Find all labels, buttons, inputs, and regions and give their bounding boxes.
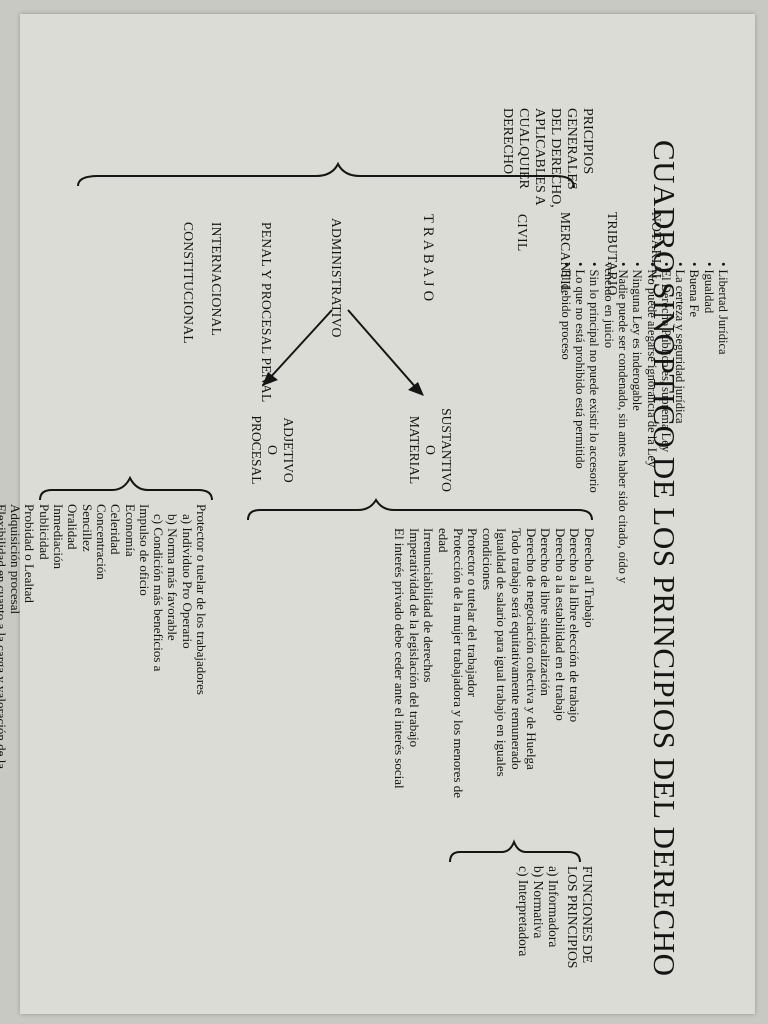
procedural-item: Probidad o Lealtad xyxy=(22,504,38,603)
functions-heading: FUNCIONES DE LOS PRINCIPIOS xyxy=(565,866,595,986)
procedural-item: Protector o tuelar de los trabajadores xyxy=(194,504,209,695)
procedural-item: Celeridad xyxy=(108,504,124,555)
brace-procedural xyxy=(39,475,213,501)
branch-trabajo: T R A B A J O xyxy=(420,214,436,302)
sustantivo-word: SUSTANTIVO xyxy=(439,408,454,492)
heading-line: PRICIPIOS xyxy=(580,108,595,175)
principle-item: • Sin lo principal no puede existir lo a… xyxy=(587,262,602,493)
or-word: O xyxy=(423,445,438,455)
procesal-word: PROCESAL xyxy=(249,415,264,485)
procedural-item: c) Condición más beneficios a xyxy=(151,514,167,672)
material-word: MATERIAL xyxy=(407,415,422,485)
right-item: Todo trabajo será equitativamente remune… xyxy=(509,528,525,770)
procedural-item: b) Norma más favorable xyxy=(165,514,181,641)
function-item: c) Interpretadora xyxy=(516,866,531,957)
procedural-item: a) Individuo Pro Operario xyxy=(179,514,195,649)
right-item: Derecho de negociación colectiva y de Hu… xyxy=(523,528,539,770)
procedural-item: Publicidad xyxy=(36,504,52,560)
principle-item: • Ninguna Ley es inderogable xyxy=(630,262,645,411)
principle-item: • Libertad Jurídica xyxy=(716,262,730,355)
right-item: condiciones xyxy=(479,528,495,591)
branch-civil: CIVIL xyxy=(515,214,530,252)
procedural-item: Impulso de oficio xyxy=(136,504,152,596)
branch-administrativo: ADMINISTRATIVO xyxy=(329,218,344,338)
procedural-item: Oralidad xyxy=(65,504,81,550)
right-item: Protector o tutelar del trabajador xyxy=(465,528,481,697)
procedural-item: Flexibilidad en cuanto a la carga y valo… xyxy=(0,504,9,770)
heading-line: DERECHO: xyxy=(500,108,515,178)
branch-constitucional: CONSTITUCIONAL xyxy=(181,222,196,344)
document-sheet xyxy=(20,14,755,1014)
branch-internacional: INTERNACIONAL xyxy=(209,222,224,337)
principle-item: • El debido proceso xyxy=(558,262,573,360)
principle-item: • Igualdad xyxy=(701,262,716,314)
principles-final: • Libertad Jurídica• Igualdad• Buena Fe•… xyxy=(558,262,730,602)
right-item: Imperatividad de la legislación del trab… xyxy=(406,528,422,748)
principle-item: • Nadie puede ser condenado, sin antes h… xyxy=(601,262,630,584)
brace-rights xyxy=(247,498,593,521)
brace-functions xyxy=(449,839,581,863)
principle-item: • La certeza y seguridad jurídica xyxy=(673,262,688,424)
principle-item: • Buena Fe xyxy=(687,262,702,318)
principle-item: • El Derecho Público es, suprema Ley xyxy=(658,262,673,453)
arrow-sustantivo xyxy=(347,309,419,391)
right-item: El interés privado debe ceder ante el in… xyxy=(392,528,408,789)
right-item: Derecho de libre sindicalización xyxy=(538,528,554,696)
right-item: Protección de la mujer trabajadora y los… xyxy=(450,528,466,799)
arrow-adjetivo xyxy=(267,309,333,381)
function-item: b) Normativa xyxy=(531,866,546,939)
principle-item: • No puede alegarse ignorancia de la Ley xyxy=(644,262,659,468)
right-item: Irrenunciabilidad de derechos xyxy=(421,528,437,683)
heading-line: APLICABLES A xyxy=(532,108,547,206)
right-item: Igualdad de salario para igual trabajo e… xyxy=(494,528,510,777)
procedural-item: Adquisición procesal xyxy=(8,504,24,615)
right-item: edad xyxy=(436,528,452,553)
adjetivo-word: ADJETIVO xyxy=(281,417,296,483)
procedural-item: Economía xyxy=(122,504,138,557)
functions-heading-line: FUNCIONES DE xyxy=(580,866,595,964)
or-word: O xyxy=(265,445,280,455)
function-item: a) Informadora xyxy=(546,866,561,948)
procedural-item: Concentración xyxy=(93,504,109,580)
functions-heading-line: LOS PRINCIPIOS xyxy=(565,866,580,969)
principle-item: • Lo que no está prohibido está permitid… xyxy=(573,262,588,469)
procedural-item: Inmediación xyxy=(51,504,67,569)
sustantivo-label: SUSTANTIVO O MATERIAL xyxy=(406,400,454,500)
brace-branches xyxy=(77,161,575,189)
functions-list: a) Informadora b) Normativa c) Interpret… xyxy=(516,866,561,956)
procedural-item: Sencillez xyxy=(79,504,95,552)
